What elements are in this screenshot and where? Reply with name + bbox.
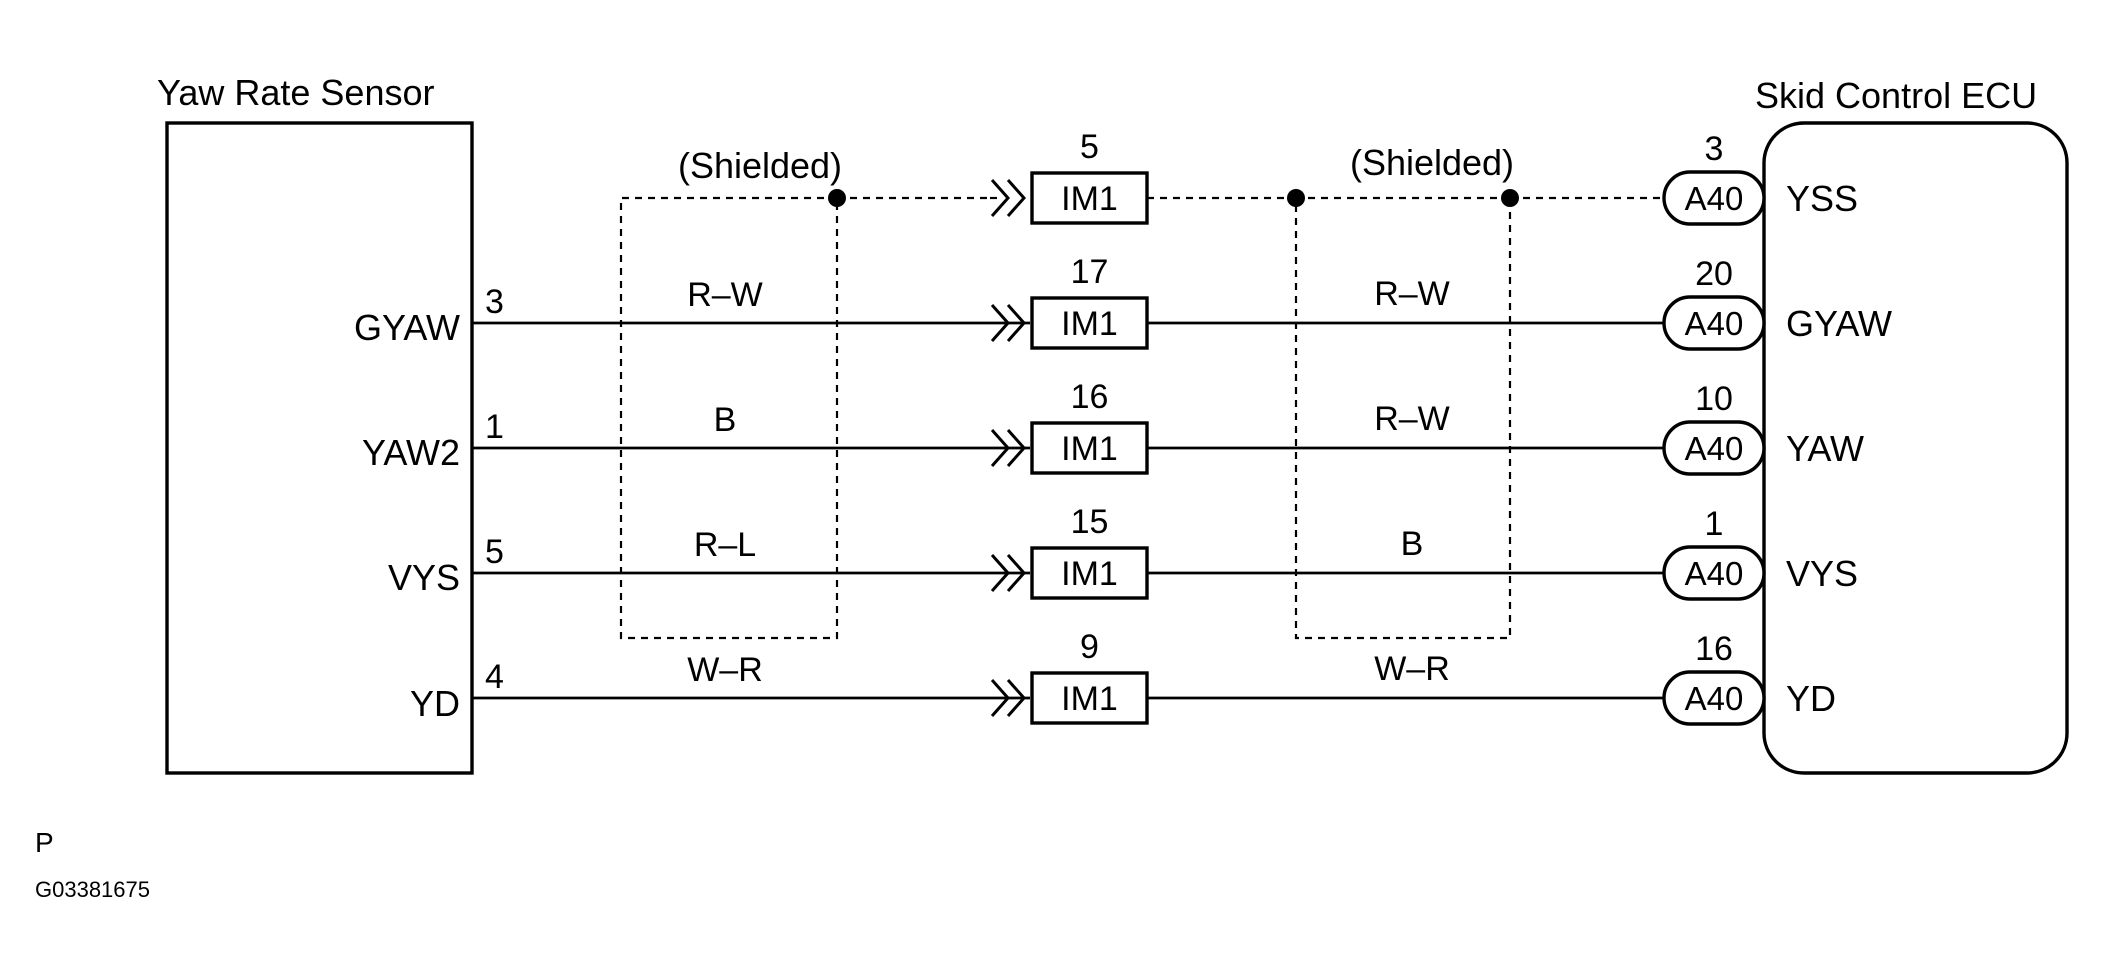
sensor-pin-name-vys: VYS	[388, 557, 460, 598]
ecu-connector-box	[1662, 420, 1766, 476]
ecu-connector-label: A40	[1685, 555, 1744, 592]
wire-color-label-right: W–R	[1374, 650, 1450, 688]
junction-connector-label: IM1	[1061, 555, 1118, 593]
ecu-pin-number: 10	[1695, 380, 1733, 418]
junction-connector-box	[1030, 421, 1149, 475]
ecu-connector-label: A40	[1685, 680, 1744, 717]
footer-letter: P	[35, 827, 54, 858]
ecu-terminal-name: GYAW	[1786, 303, 1892, 344]
shielded-label-left: (Shielded)	[678, 145, 842, 186]
connector-arrow-icon	[990, 179, 1011, 217]
ecu-pin-number: 1	[1705, 505, 1724, 543]
connector-arrow-icon	[1006, 679, 1027, 717]
ecu-pin-number: 16	[1695, 630, 1733, 668]
junction-pin-number: 9	[1080, 628, 1099, 666]
ecu-connector-label: A40	[1685, 305, 1744, 342]
ecu-connector-label: A40	[1685, 430, 1744, 467]
ecu-terminal-name: YAW	[1786, 428, 1864, 469]
junction-connector-label: IM1	[1061, 430, 1118, 468]
ecu-pin-number: 20	[1695, 255, 1733, 293]
wire-color-label-left: R–L	[694, 526, 756, 564]
connector-arrow-icon	[990, 679, 1011, 717]
yaw-rate-sensor-title: Yaw Rate Sensor	[157, 72, 434, 113]
wire-color-label-right: R–W	[1374, 400, 1450, 438]
connector-arrow-icon	[1006, 179, 1027, 217]
junction-pin-number: 15	[1071, 503, 1109, 541]
sensor-pin-name-yaw2: YAW2	[362, 432, 460, 473]
junction-pin-number: 16	[1071, 378, 1109, 416]
shield-right	[1147, 189, 1663, 640]
junction-connector-box	[1030, 671, 1149, 725]
junction-connector-label: IM1	[1061, 305, 1118, 343]
junction-connector-box	[1030, 546, 1149, 600]
ecu-connector-box	[1662, 545, 1766, 601]
ecu-connector-label: A40	[1685, 180, 1744, 217]
skid-control-ecu-title: Skid Control ECU	[1755, 75, 2037, 116]
connector-arrow-icon	[1006, 554, 1027, 592]
junction-pin-number: 5	[1080, 128, 1099, 166]
shielded-label-right: (Shielded)	[1350, 142, 1514, 183]
connector-arrow-icon	[1006, 429, 1027, 467]
sensor-pin-number-gyaw: 3	[485, 283, 504, 321]
junction-connector-box	[1030, 171, 1149, 225]
sensor-pin-number-yaw2: 1	[485, 408, 504, 446]
ecu-pin-number: 3	[1705, 130, 1724, 168]
ecu-connector-box	[1662, 295, 1766, 351]
wire-color-label-left: B	[714, 401, 737, 439]
junction-connector-box	[1030, 296, 1149, 350]
connector-arrow-icon	[1006, 304, 1027, 342]
junction-pin-number: 17	[1071, 253, 1109, 291]
junction-connector-label: IM1	[1061, 180, 1118, 218]
junction-connector-label: IM1	[1061, 680, 1118, 718]
ecu-terminal-name: YSS	[1786, 178, 1858, 219]
wire-color-label-right: R–W	[1374, 275, 1450, 313]
wire-color-label-left: W–R	[687, 651, 763, 689]
wire-color-label-right: B	[1401, 525, 1424, 563]
connector-arrow-icon	[990, 304, 1011, 342]
sensor-pin-number-yd: 4	[485, 658, 504, 696]
ecu-connector-box	[1662, 170, 1766, 226]
connector-arrow-icon	[990, 429, 1011, 467]
connector-arrow-icon	[990, 554, 1011, 592]
ecu-terminal-name: VYS	[1786, 553, 1858, 594]
ecu-connector-box	[1662, 670, 1766, 726]
ecu-terminal-name: YD	[1786, 678, 1836, 719]
figure-code: G03381675	[35, 877, 150, 902]
sensor-pin-name-yd: YD	[410, 683, 460, 724]
sensor-pin-number-vys: 5	[485, 533, 504, 571]
sensor-pin-name-gyaw: GYAW	[354, 307, 460, 348]
wire-color-label-left: R–W	[687, 276, 763, 314]
shield-left	[619, 189, 990, 640]
